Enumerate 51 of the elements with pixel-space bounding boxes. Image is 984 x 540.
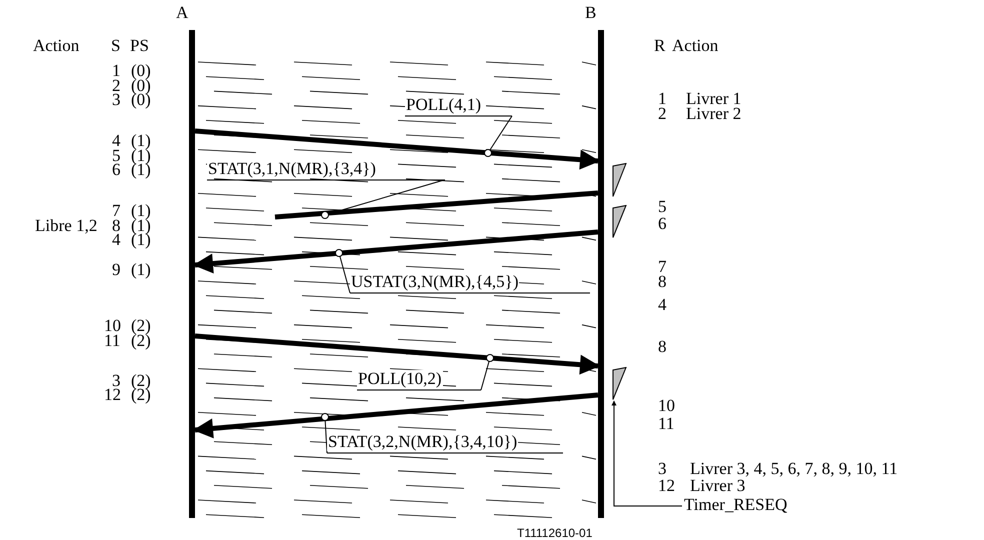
- sequence-number: 10: [104, 317, 121, 335]
- lifeline-label: B: [585, 4, 596, 22]
- sequence-number: 6: [658, 215, 666, 233]
- sequence-number: 12: [658, 477, 675, 495]
- action-text: Libre 1,2: [35, 217, 98, 235]
- sequence-number: (1): [131, 132, 151, 150]
- timer-label: Timer_RESEQ: [684, 496, 788, 514]
- sequence-number: 7: [658, 258, 666, 276]
- sequence-number: 8: [658, 338, 666, 356]
- sequence-number: 11: [658, 415, 674, 433]
- sequence-number: (1): [131, 261, 151, 279]
- column-header: R: [654, 37, 666, 55]
- timer-triangle: [612, 205, 627, 238]
- sequence-number: 1: [658, 90, 666, 108]
- message-arrow: [194, 334, 600, 375]
- lifeline-label: A: [176, 4, 188, 22]
- sequence-number: (1): [131, 202, 151, 220]
- column-header: PS: [130, 37, 149, 55]
- action-text: Livrer 3, 4, 5, 6, 7, 8, 9, 10, 11: [690, 460, 898, 478]
- sequence-number: (0): [131, 62, 151, 80]
- column-header: Action: [672, 37, 718, 55]
- sequence-number: 4: [658, 296, 666, 314]
- sequence-number: 1: [112, 62, 120, 80]
- sequence-number: 9: [112, 261, 120, 279]
- column-header: S: [111, 37, 120, 55]
- message-label: USTAT(3,N(MR),{4,5}): [350, 273, 520, 291]
- action-text: Livrer 2: [686, 105, 742, 123]
- sequence-number: 3: [658, 460, 666, 478]
- sequence-number: 5: [658, 198, 666, 216]
- sequence-number: 8: [658, 273, 666, 291]
- sequence-number: 10: [658, 397, 675, 415]
- leader-arrow: [612, 400, 682, 506]
- sequence-number: (2): [131, 317, 151, 335]
- message-arrow: [193, 230, 598, 274]
- column-header: Action: [33, 37, 80, 55]
- sequence-number: 2: [658, 105, 666, 123]
- message-arrow: [193, 392, 598, 438]
- sequence-number: 11: [104, 332, 120, 350]
- figure-number: T11112610-01: [517, 526, 592, 540]
- message-label: STAT(3,1,N(MR),{3,4}): [207, 160, 377, 178]
- action-text: Livrer 3: [690, 477, 746, 495]
- sequence-number: 4: [112, 132, 120, 150]
- message-arrow: [194, 128, 600, 170]
- message-label: POLL(10,2): [357, 370, 443, 388]
- sequence-number: (2): [131, 372, 151, 390]
- action-text: Livrer 1: [686, 90, 742, 108]
- sequence-number: 7: [112, 202, 120, 220]
- timer-triangle: [612, 163, 627, 197]
- message-label: POLL(4,1): [405, 96, 482, 114]
- timer-triangle: [612, 367, 627, 400]
- message-label: STAT(3,2,N(MR),{3,4,10}): [327, 433, 518, 451]
